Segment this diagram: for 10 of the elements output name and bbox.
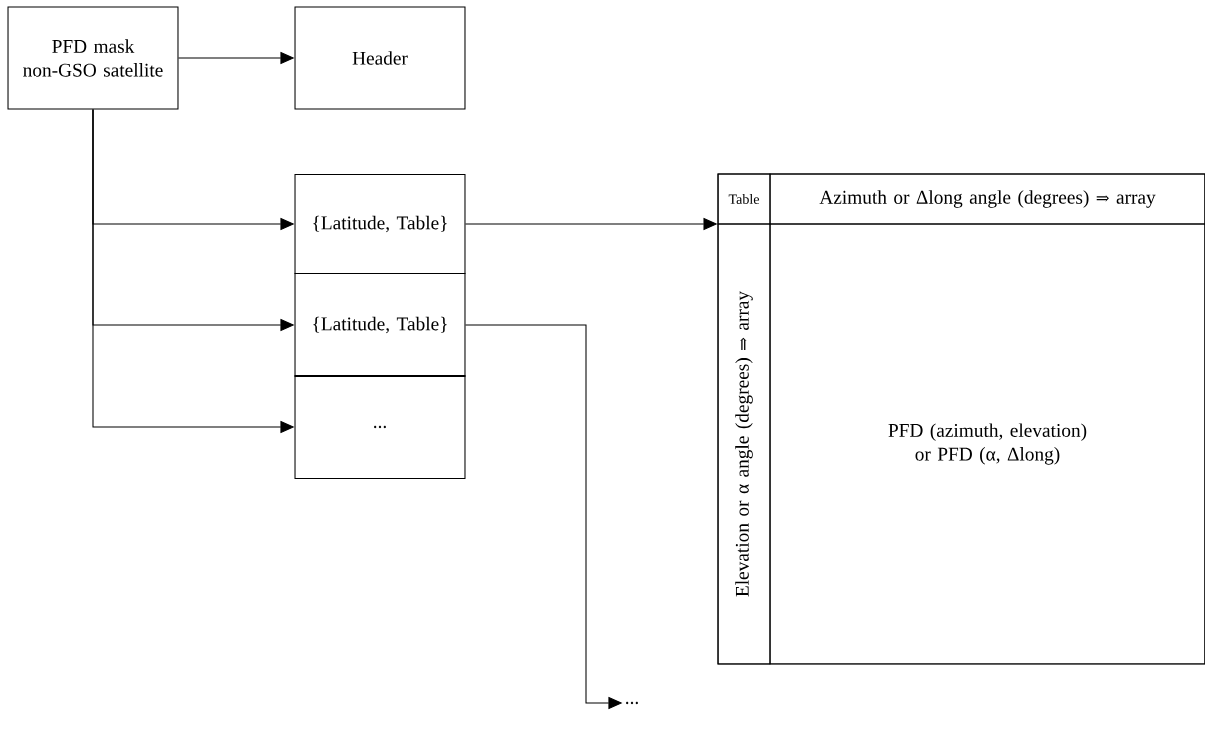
- record-box: {Latitude, Table}: [294, 273, 466, 378]
- row-header: Elevation or α angle (degrees) ⇒ array: [717, 223, 771, 665]
- process-box: PFD mask non-GSO satellite: [7, 6, 179, 110]
- ellipsis-text: ...: [626, 701, 638, 705]
- column-header: Azimuth or Δlong angle (degrees) ⇒ array: [769, 173, 1205, 225]
- record-box: {Latitude, Table}: [294, 174, 466, 275]
- corner-cell: Table: [717, 173, 771, 225]
- record-box: ...: [294, 375, 466, 480]
- process-box: Header: [294, 6, 466, 110]
- table-body: PFD (azimuth, elevation) or PFD (α, Δlong): [769, 223, 1205, 665]
